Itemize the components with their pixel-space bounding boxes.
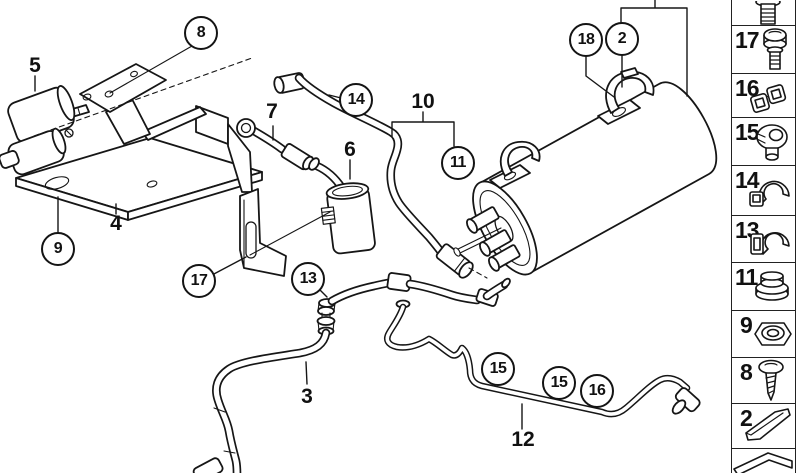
fuel-hose-3 bbox=[192, 298, 336, 473]
vent-hose-7 bbox=[236, 118, 314, 171]
mounting-plate bbox=[15, 98, 263, 221]
sidebar-number: 15 bbox=[735, 119, 760, 145]
callout-15-b[interactable]: 15 bbox=[542, 366, 576, 400]
callout-18[interactable]: 18 bbox=[569, 23, 603, 57]
pump-assembly bbox=[0, 45, 253, 176]
callout-11[interactable]: 11 bbox=[441, 146, 475, 180]
sidebar-cell-16[interactable]: 16 bbox=[732, 74, 795, 118]
hex-nut-icon bbox=[754, 322, 792, 346]
callout-16[interactable]: 16 bbox=[580, 374, 614, 408]
sidebar-number: 9 bbox=[740, 312, 753, 338]
label-3: 3 bbox=[301, 385, 313, 408]
sidebar-cell-11[interactable]: 11 bbox=[732, 263, 795, 311]
hose-clamp-icon bbox=[749, 180, 790, 207]
label-7: 7 bbox=[266, 100, 278, 123]
callout-15-a[interactable]: 15 bbox=[481, 352, 515, 386]
sidebar-number: 8 bbox=[740, 359, 753, 385]
tapping-screw-icon bbox=[758, 359, 784, 401]
double-clip-icon bbox=[749, 83, 787, 113]
callout-9[interactable]: 9 bbox=[41, 232, 75, 266]
callout-8[interactable]: 8 bbox=[184, 16, 218, 50]
wedge-icon bbox=[745, 408, 791, 441]
mount-strap-rear bbox=[489, 140, 541, 189]
callout-2[interactable]: 2 bbox=[605, 22, 639, 56]
callout-13[interactable]: 13 bbox=[291, 262, 325, 296]
hanger-bracket bbox=[239, 188, 287, 277]
label-4: 4 bbox=[110, 212, 122, 235]
hose-clamp-block-icon bbox=[750, 232, 790, 255]
callout-14[interactable]: 14 bbox=[339, 83, 373, 117]
pipe-clamp-screw-icon bbox=[756, 123, 788, 161]
sidebar-cell-bottom[interactable] bbox=[732, 449, 795, 473]
grommet-plug-icon bbox=[755, 270, 789, 301]
callout-17[interactable]: 17 bbox=[182, 264, 216, 298]
mount-strap-front bbox=[597, 67, 655, 125]
parts-sidebar: 17 16 bbox=[731, 0, 796, 473]
leader-lines bbox=[34, 75, 523, 430]
sidebar-cell-8[interactable]: 8 bbox=[732, 358, 795, 404]
chevron-partial-icon bbox=[733, 452, 793, 473]
sidebar-number: 2 bbox=[740, 405, 753, 431]
sidebar-cell-2[interactable]: 2 bbox=[732, 404, 795, 449]
label-12: 12 bbox=[511, 428, 535, 451]
sidebar-cell-17[interactable]: 17 bbox=[732, 26, 795, 74]
sidebar-cell-top[interactable] bbox=[732, 0, 795, 26]
label-10: 10 bbox=[411, 90, 435, 113]
sidebar-cell-14[interactable]: 14 bbox=[732, 166, 795, 216]
group-bracket-1 bbox=[585, 0, 688, 98]
sidebar-number: 14 bbox=[735, 167, 760, 193]
sidebar-cell-9[interactable]: 9 bbox=[732, 311, 795, 358]
sidebar-number: 17 bbox=[735, 27, 760, 53]
sidebar-number: 11 bbox=[735, 264, 758, 290]
fuel-filter bbox=[453, 81, 717, 276]
label-5: 5 bbox=[29, 54, 41, 77]
connect-hose-13 bbox=[327, 272, 511, 307]
carbon-canister bbox=[308, 157, 376, 255]
bolt-partial-icon bbox=[755, 0, 781, 25]
flange-bolt-icon bbox=[763, 27, 787, 70]
sidebar-cell-13[interactable]: 13 bbox=[732, 216, 795, 263]
sidebar-cell-15[interactable]: 15 bbox=[732, 118, 795, 166]
label-6: 6 bbox=[344, 138, 356, 161]
fuel-pipe-12 bbox=[384, 299, 701, 418]
